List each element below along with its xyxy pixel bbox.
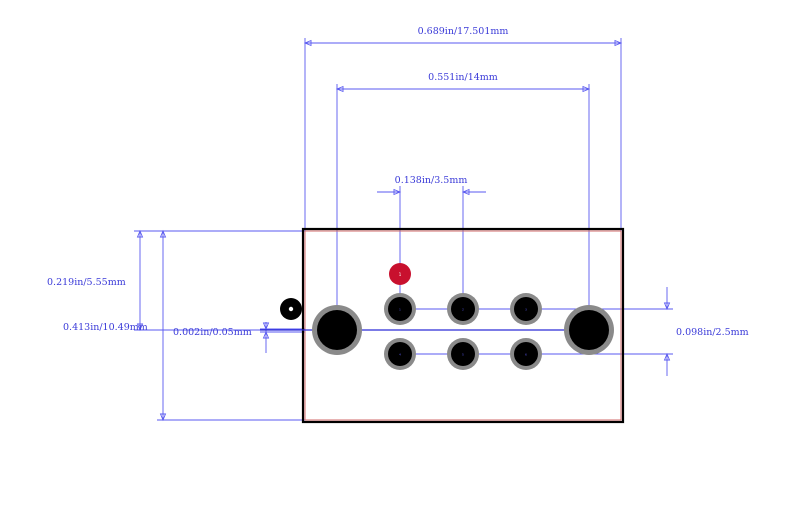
component-outline-courtyard bbox=[304, 230, 622, 421]
dim-overall-height-label: 0.413in/10.49mm bbox=[63, 322, 148, 333]
pin1-indicator bbox=[280, 298, 302, 320]
pin1-pad: 1 bbox=[389, 263, 411, 285]
dim-pin1-offset-label: 0.219in/5.55mm bbox=[47, 277, 126, 288]
pin-label: 6 bbox=[525, 353, 527, 357]
pin-label: 4 bbox=[399, 353, 401, 357]
pin-pad-top-3: 3 bbox=[510, 293, 542, 325]
dim-overall-width-label: 0.689in/17.501mm bbox=[418, 26, 509, 37]
dim-mount-spacing: 0.551in/14mm bbox=[335, 72, 591, 330]
pin-label: 3 bbox=[525, 308, 527, 312]
pin-pad-bottom-3: 6 bbox=[510, 338, 542, 370]
dim-overall-height: 0.413in/10.49mm bbox=[63, 229, 305, 422]
dim-pin-pitch-label: 0.138in/3.5mm bbox=[395, 175, 468, 186]
pin-pad-top-2: 2 bbox=[447, 293, 479, 325]
pin-pad-bottom-1: 4 bbox=[384, 338, 416, 370]
dim-mount-spacing-label: 0.551in/14mm bbox=[428, 72, 498, 83]
dim-overall-width: 0.689in/17.501mm bbox=[303, 26, 623, 232]
dim-row-pitch-label: 0.098in/2.5mm bbox=[676, 327, 749, 338]
mounting-hole-right bbox=[564, 305, 614, 355]
component-outline bbox=[301, 227, 625, 424]
pin-label: 1 bbox=[399, 308, 401, 312]
dim-pin-pitch: 0.138in/3.5mm bbox=[377, 175, 486, 309]
pin-label: 5 bbox=[462, 353, 464, 357]
pin-pad-bottom-2: 5 bbox=[447, 338, 479, 370]
mounting-hole-left bbox=[312, 305, 362, 355]
pin1-pad-label: 1 bbox=[399, 272, 402, 277]
pin-label: 2 bbox=[462, 308, 464, 312]
dim-mount-offset: 0.002in/0.05mm bbox=[173, 322, 305, 353]
pin-pad-top-1: 1 bbox=[384, 293, 416, 325]
dim-mount-offset-label: 0.002in/0.05mm bbox=[173, 327, 252, 338]
